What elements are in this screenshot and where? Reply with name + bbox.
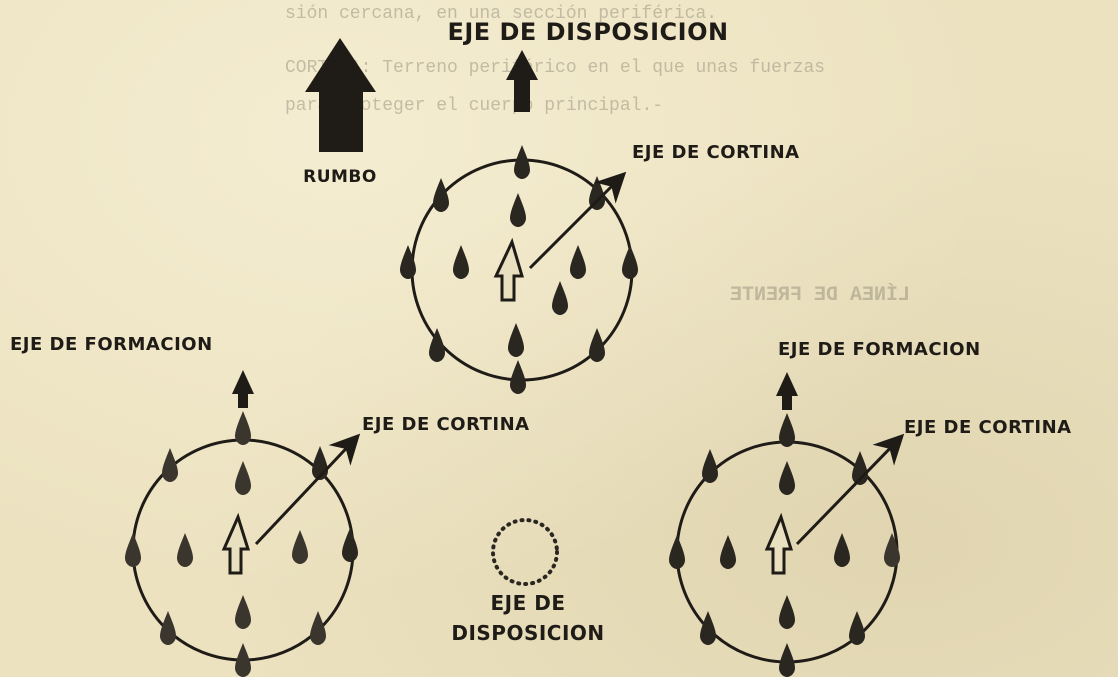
right-formation [669, 372, 905, 677]
disposition-axis-arrow-icon [506, 50, 538, 112]
center-label-line-2: DISPOSICION [451, 621, 604, 645]
formation-axis-arrow-icon [232, 370, 254, 408]
ship-icon [720, 535, 736, 569]
right-formation-axis-label: EJE DE FORMACION [778, 339, 981, 360]
heading-arrow-icon [305, 38, 376, 152]
ship-icon [235, 643, 251, 677]
bleed-line-4: LÍNEA DE FRENTE [730, 283, 910, 307]
ship-icon [779, 595, 795, 629]
left-screen-axis-label: EJE DE CORTINA [362, 414, 530, 435]
bleed-line-2: CORTINA: Terreno periférico en el que un… [285, 58, 825, 78]
center-label-line-1: EJE DE [491, 591, 566, 615]
guide-ship-icon [221, 512, 251, 575]
guide-ship-icon [764, 512, 794, 575]
ship-icon [433, 178, 449, 212]
ship-icon [779, 461, 795, 495]
ship-icon [235, 411, 251, 445]
ship-icon [510, 193, 526, 227]
top-screen-axis-label: EJE DE CORTINA [632, 142, 800, 163]
screen-axis-arrow-icon [795, 433, 905, 546]
ship-icon [292, 530, 308, 564]
ship-icon [177, 533, 193, 567]
ship-icon [552, 281, 568, 315]
ship-icon [162, 448, 178, 482]
ship-icon [514, 145, 530, 179]
bleed-through-text: sión cercana, en una sección periférica.… [285, 4, 910, 307]
top-formation [400, 50, 638, 394]
heading-label: RUMBO [303, 167, 377, 187]
ship-icon [508, 323, 524, 357]
right-screen-axis-label: EJE DE CORTINA [904, 417, 1072, 438]
ship-icon [453, 245, 469, 279]
ship-icon [342, 528, 358, 562]
ship-icon [622, 245, 638, 279]
ship-icon [570, 245, 586, 279]
guide-ship-icon [493, 237, 525, 302]
ship-icon [510, 360, 526, 394]
ship-icon [589, 328, 605, 362]
dotted-disposition-circle [491, 518, 559, 586]
ship-icon [235, 461, 251, 495]
ship-icon [125, 533, 141, 567]
ship-icon [702, 449, 718, 483]
bleed-line-1: sión cercana, en una sección periférica. [285, 4, 717, 24]
ship-icon [310, 611, 326, 645]
formation-axis-arrow-icon [776, 372, 798, 410]
ship-icon [834, 533, 850, 567]
ship-icon [849, 611, 865, 645]
top-disposition-axis-label: EJE DE DISPOSICION [447, 18, 728, 46]
ship-icon [669, 535, 685, 569]
left-formation-axis-label: EJE DE FORMACION [10, 334, 213, 355]
ship-icon [235, 595, 251, 629]
ship-icon [779, 643, 795, 677]
screen-axis-arrow-icon [528, 171, 627, 270]
ship-icon [160, 611, 176, 645]
ship-icon [700, 611, 716, 645]
ship-icon [779, 413, 795, 447]
left-formation [125, 370, 361, 677]
bleed-line-3: para proteger el cuerpo principal.- [285, 96, 663, 116]
screen-axis-arrow-icon [254, 433, 361, 546]
